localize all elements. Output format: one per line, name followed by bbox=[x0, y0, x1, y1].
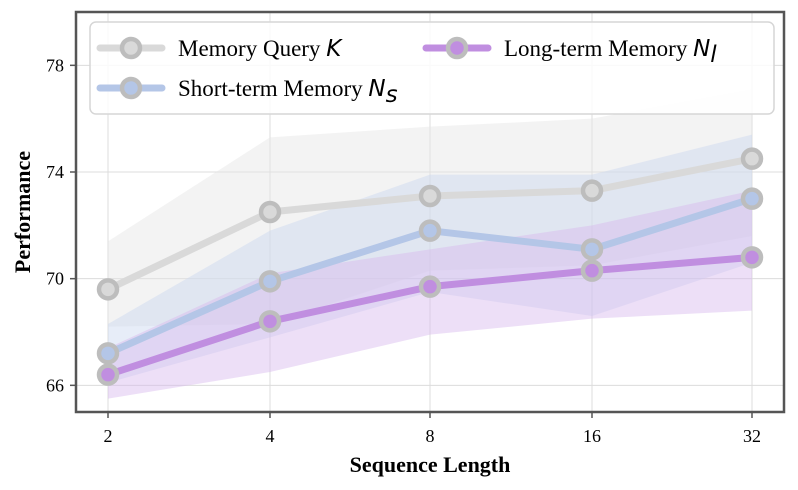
legend-marker bbox=[445, 36, 469, 60]
legend-symbol: N bbox=[368, 76, 385, 102]
legend-symbol: N bbox=[693, 36, 710, 62]
y-axis-title: Performance bbox=[10, 151, 35, 273]
legend-marker bbox=[119, 76, 143, 100]
data-point bbox=[580, 238, 604, 261]
legend-label: Long-term Memory Nl bbox=[504, 36, 717, 68]
legend-symbol: K bbox=[326, 36, 343, 62]
data-point bbox=[96, 278, 120, 301]
data-point bbox=[96, 342, 120, 365]
data-point bbox=[418, 275, 442, 298]
legend-entry: Short-term Memory Ns bbox=[96, 76, 398, 108]
legend-frame bbox=[89, 21, 775, 115]
legend: Memory Query K Short-term Memory Ns Long-t… bbox=[89, 21, 775, 115]
legend-entry: Long-term Memory Nl bbox=[422, 36, 717, 68]
data-point bbox=[740, 147, 764, 170]
confidence-band bbox=[108, 89, 752, 327]
y-tick-label: 78 bbox=[46, 55, 64, 75]
y-tick-label: 70 bbox=[46, 269, 64, 289]
x-axis-title: Sequence Length bbox=[350, 452, 511, 477]
data-point bbox=[740, 187, 764, 210]
data-point bbox=[258, 270, 282, 293]
data-point bbox=[258, 310, 282, 333]
legend-subscript: s bbox=[386, 82, 398, 108]
x-tick-label: 32 bbox=[743, 426, 761, 446]
y-tick-label: 74 bbox=[46, 162, 64, 182]
legend-entry: Memory Query K bbox=[96, 36, 343, 62]
data-point bbox=[418, 184, 442, 208]
x-tick-label: 2 bbox=[104, 426, 113, 446]
y-ticks: 66 70 74 78 bbox=[46, 55, 76, 395]
data-point bbox=[258, 200, 282, 224]
x-ticks: 2 4 8 16 32 bbox=[104, 412, 761, 446]
data-point bbox=[418, 219, 442, 242]
x-tick-label: 8 bbox=[426, 426, 435, 446]
x-tick-label: 16 bbox=[583, 426, 601, 446]
series-markers bbox=[96, 147, 764, 386]
data-point bbox=[96, 363, 120, 386]
legend-label: Short-term Memory Ns bbox=[178, 76, 398, 108]
legend-label: Memory Query K bbox=[178, 36, 343, 62]
x-tick-label: 4 bbox=[266, 426, 275, 446]
y-tick-label: 66 bbox=[46, 375, 64, 395]
data-point bbox=[580, 259, 604, 282]
legend-marker bbox=[119, 36, 143, 60]
legend-subscript: l bbox=[710, 42, 717, 68]
data-point bbox=[740, 246, 764, 269]
data-point bbox=[580, 179, 604, 202]
